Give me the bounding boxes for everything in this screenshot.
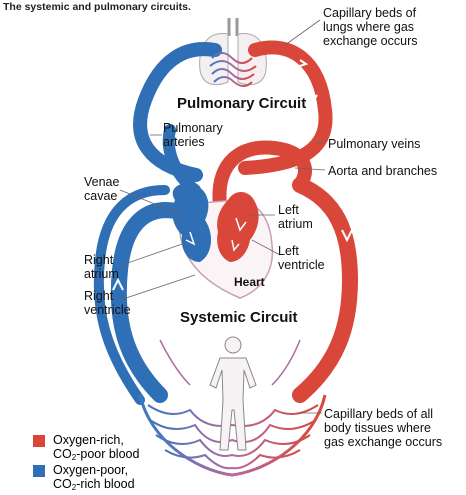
label-right-ventricle: Right ventricle bbox=[84, 289, 131, 317]
label-venae-cavae: Venae cavae bbox=[84, 175, 119, 203]
label-capillary-body: Capillary beds of all body tissues where… bbox=[324, 407, 442, 449]
label-line: ventricle bbox=[84, 303, 131, 317]
label-line: Right bbox=[84, 253, 114, 267]
label-line: Pulmonary bbox=[163, 121, 223, 135]
legend-sub: 2 bbox=[71, 483, 77, 492]
label-line: gas exchange occurs bbox=[324, 435, 443, 449]
figure-caption: The systemic and pulmonary circuits. bbox=[3, 1, 191, 13]
label-line: cavae bbox=[84, 189, 118, 203]
label-line: exchange occurs bbox=[323, 34, 418, 48]
legend-rest: -rich blood bbox=[76, 477, 135, 491]
label-pulmonary-veins: Pulmonary veins bbox=[328, 137, 421, 151]
label-left-ventricle: Left ventricle bbox=[278, 244, 325, 272]
legend-line: Oxygen-rich, bbox=[53, 433, 124, 447]
legend-line: Oxygen-poor, bbox=[53, 463, 129, 477]
heart bbox=[172, 183, 274, 299]
legend-line: CO2-poor blood bbox=[53, 447, 140, 462]
label-line: lungs where gas bbox=[323, 20, 415, 34]
pulmonary-circuit-title: Pulmonary Circuit bbox=[177, 95, 307, 112]
legend-co2: CO bbox=[53, 477, 72, 491]
label-right-atrium: Right atrium bbox=[84, 253, 119, 281]
leader-lines bbox=[119, 19, 326, 414]
human-figure bbox=[209, 336, 257, 451]
label-line: Left bbox=[278, 203, 299, 217]
label-line: Capillary beds of all bbox=[324, 407, 434, 421]
label-line: atrium bbox=[84, 267, 119, 281]
legend-sub: 2 bbox=[71, 453, 77, 462]
heart-label: Heart bbox=[234, 275, 265, 289]
body-capillary-beds bbox=[138, 339, 327, 477]
systemic-circuit-title: Systemic Circuit bbox=[180, 309, 298, 326]
swatch-oxygen-rich bbox=[33, 435, 45, 447]
label-pulmonary-arteries: Pulmonary arteries bbox=[163, 121, 223, 149]
swatch-oxygen-poor bbox=[33, 465, 45, 477]
legend-line: CO2-rich blood bbox=[53, 477, 135, 492]
label-line: Venae bbox=[84, 175, 120, 189]
label-capillary-lungs: Capillary beds of lungs where gas exchan… bbox=[323, 6, 418, 48]
label-line: body tissues where bbox=[324, 421, 432, 435]
legend-co2: CO bbox=[53, 447, 72, 461]
label-line: atrium bbox=[278, 217, 313, 231]
label-line: ventricle bbox=[278, 258, 325, 272]
label-line: arteries bbox=[163, 135, 205, 149]
label-line: Right bbox=[84, 289, 114, 303]
label-aorta-branches: Aorta and branches bbox=[328, 164, 438, 178]
legend-rest: -poor blood bbox=[76, 447, 140, 461]
label-left-atrium: Left atrium bbox=[278, 203, 313, 231]
systemic-circuit-vessels bbox=[93, 177, 359, 405]
label-line: Left bbox=[278, 244, 299, 258]
label-line: Capillary beds of bbox=[323, 6, 417, 20]
